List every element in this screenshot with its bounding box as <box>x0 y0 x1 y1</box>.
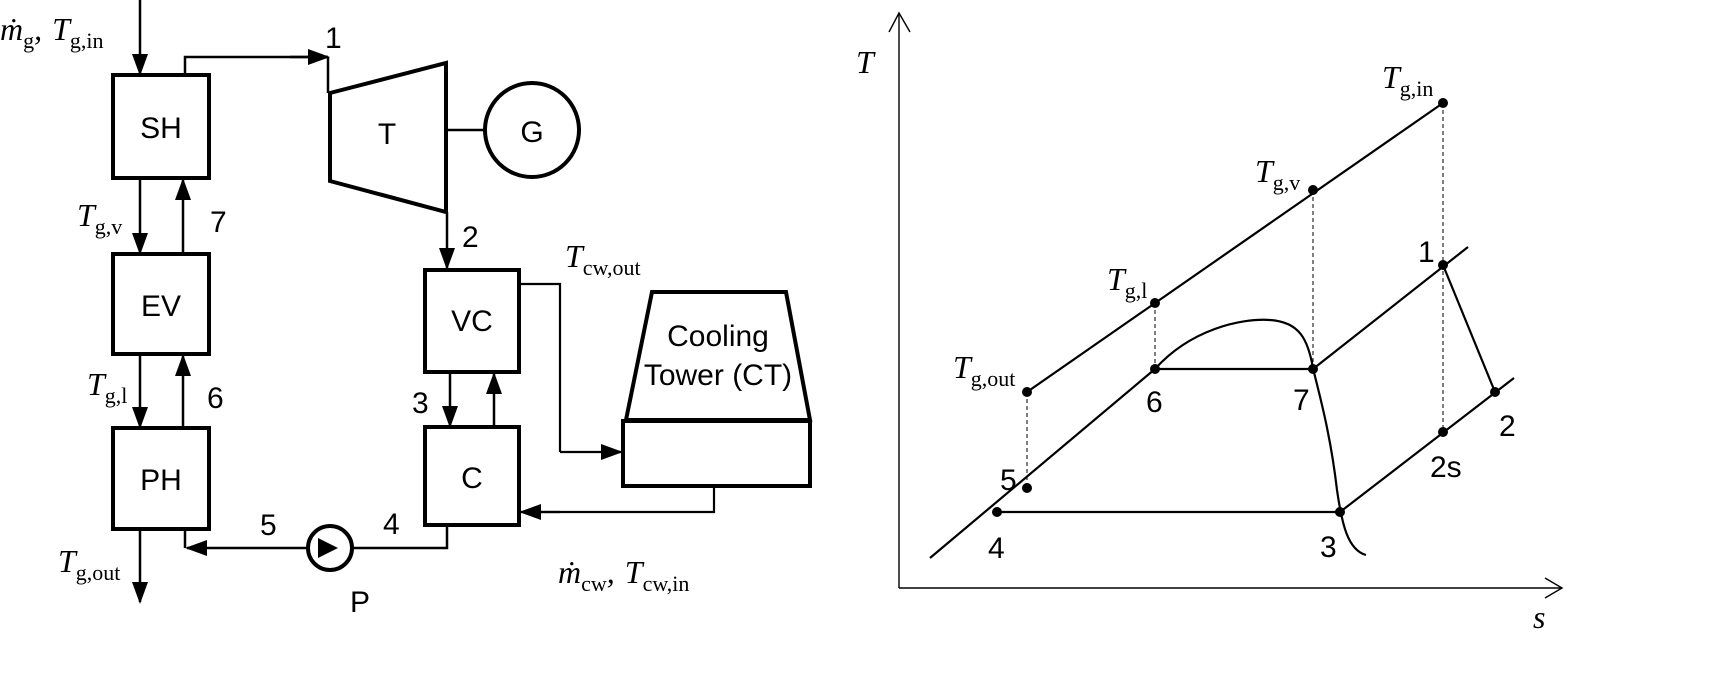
point-tgin <box>1438 98 1448 108</box>
evaporator-label: EV <box>141 290 181 323</box>
ts-label-5: 5 <box>1000 464 1017 497</box>
superheater-label: SH <box>140 112 182 145</box>
ts-label-4: 4 <box>988 532 1005 565</box>
point-5 <box>1022 483 1032 493</box>
t-gout-label: Tg,out <box>58 543 120 585</box>
s-axis-label: s <box>1533 599 1545 635</box>
preheater-box <box>111 426 211 531</box>
ts-label-6: 6 <box>1146 386 1163 419</box>
state-4-label: 4 <box>383 508 400 541</box>
liquid-heating-line <box>929 368 1156 559</box>
ts-diagram: T s Tg,in Tg,v Tg,l Tg,o <box>856 11 1564 635</box>
gas-inlet-label: ṁg,Tg,in <box>0 11 104 53</box>
ts-label-1: 1 <box>1418 236 1435 269</box>
pipe-c-pump <box>352 525 449 550</box>
point-4 <box>992 507 1002 517</box>
condenser-label: C <box>461 462 483 495</box>
turbine-label: T <box>378 118 396 151</box>
ts-label-tgout: Tg,out <box>953 349 1015 391</box>
point-7 <box>1308 364 1318 374</box>
superheater-box <box>111 73 211 180</box>
point-6 <box>1150 364 1160 374</box>
cooling-tower-label-1: Cooling <box>667 320 769 353</box>
generator-label: G <box>520 116 543 149</box>
saturation-dome <box>1154 318 1367 557</box>
point-tgv <box>1308 185 1318 195</box>
point-1 <box>1438 260 1448 270</box>
ts-label-2: 2 <box>1499 410 1516 443</box>
state-7-label: 7 <box>210 206 227 239</box>
pump-label: P <box>350 586 370 619</box>
ts-label-7: 7 <box>1293 384 1310 417</box>
t-gv-label: Tg,v <box>77 197 122 239</box>
point-tgout <box>1022 387 1032 397</box>
pipe-sh-turbine <box>183 55 328 75</box>
point-2s <box>1438 427 1448 437</box>
cooling-tower-top <box>623 290 813 422</box>
point-tgl <box>1150 298 1160 308</box>
point-3 <box>1335 507 1345 517</box>
condenser-isobar <box>1339 377 1515 513</box>
cw-inlet-label: ṁcw,Tcw,in <box>558 554 689 596</box>
ts-label-3: 3 <box>1320 531 1337 564</box>
expansion-line <box>1441 264 1497 393</box>
vapor-condenser-label: VC <box>451 305 493 338</box>
t-axis-label: T <box>856 44 876 80</box>
ts-label-tgv: Tg,v <box>1255 153 1300 195</box>
state-2-label: 2 <box>462 221 479 254</box>
state-5-label: 5 <box>260 509 277 542</box>
condenser-box <box>423 425 521 527</box>
schematic: ṁg,Tg,in SH EV PH Tg,v Tg,l Tg,out 7 6 1 <box>0 0 813 619</box>
cooling-tower-label-2: Tower (CT) <box>644 359 792 392</box>
ts-label-tgl: Tg,l <box>1107 261 1147 303</box>
preheater-label: PH <box>140 464 182 497</box>
t-cwout-label: Tcw,out <box>565 238 641 280</box>
cw-out-pipe <box>519 282 562 452</box>
generator-circle <box>483 81 581 179</box>
vapor-condenser-box <box>423 268 521 374</box>
ts-label-2s: 2s <box>1430 451 1462 484</box>
t-axis-arrowhead <box>888 11 911 33</box>
state-1-label: 1 <box>325 22 342 55</box>
s-axis-arrowhead <box>1544 577 1564 599</box>
state-3-label: 3 <box>412 387 429 420</box>
ts-label-tgin: Tg,in <box>1382 59 1433 101</box>
evaporator-box <box>111 252 211 356</box>
pump-arrow-icon <box>318 538 338 558</box>
cw-in-pipe <box>522 486 716 514</box>
t-gl-label: Tg,l <box>87 366 127 408</box>
point-2 <box>1490 387 1500 397</box>
state-6-label: 6 <box>207 382 224 415</box>
cooling-tower-basin <box>621 419 812 488</box>
gas-cooling-line <box>1026 102 1444 393</box>
